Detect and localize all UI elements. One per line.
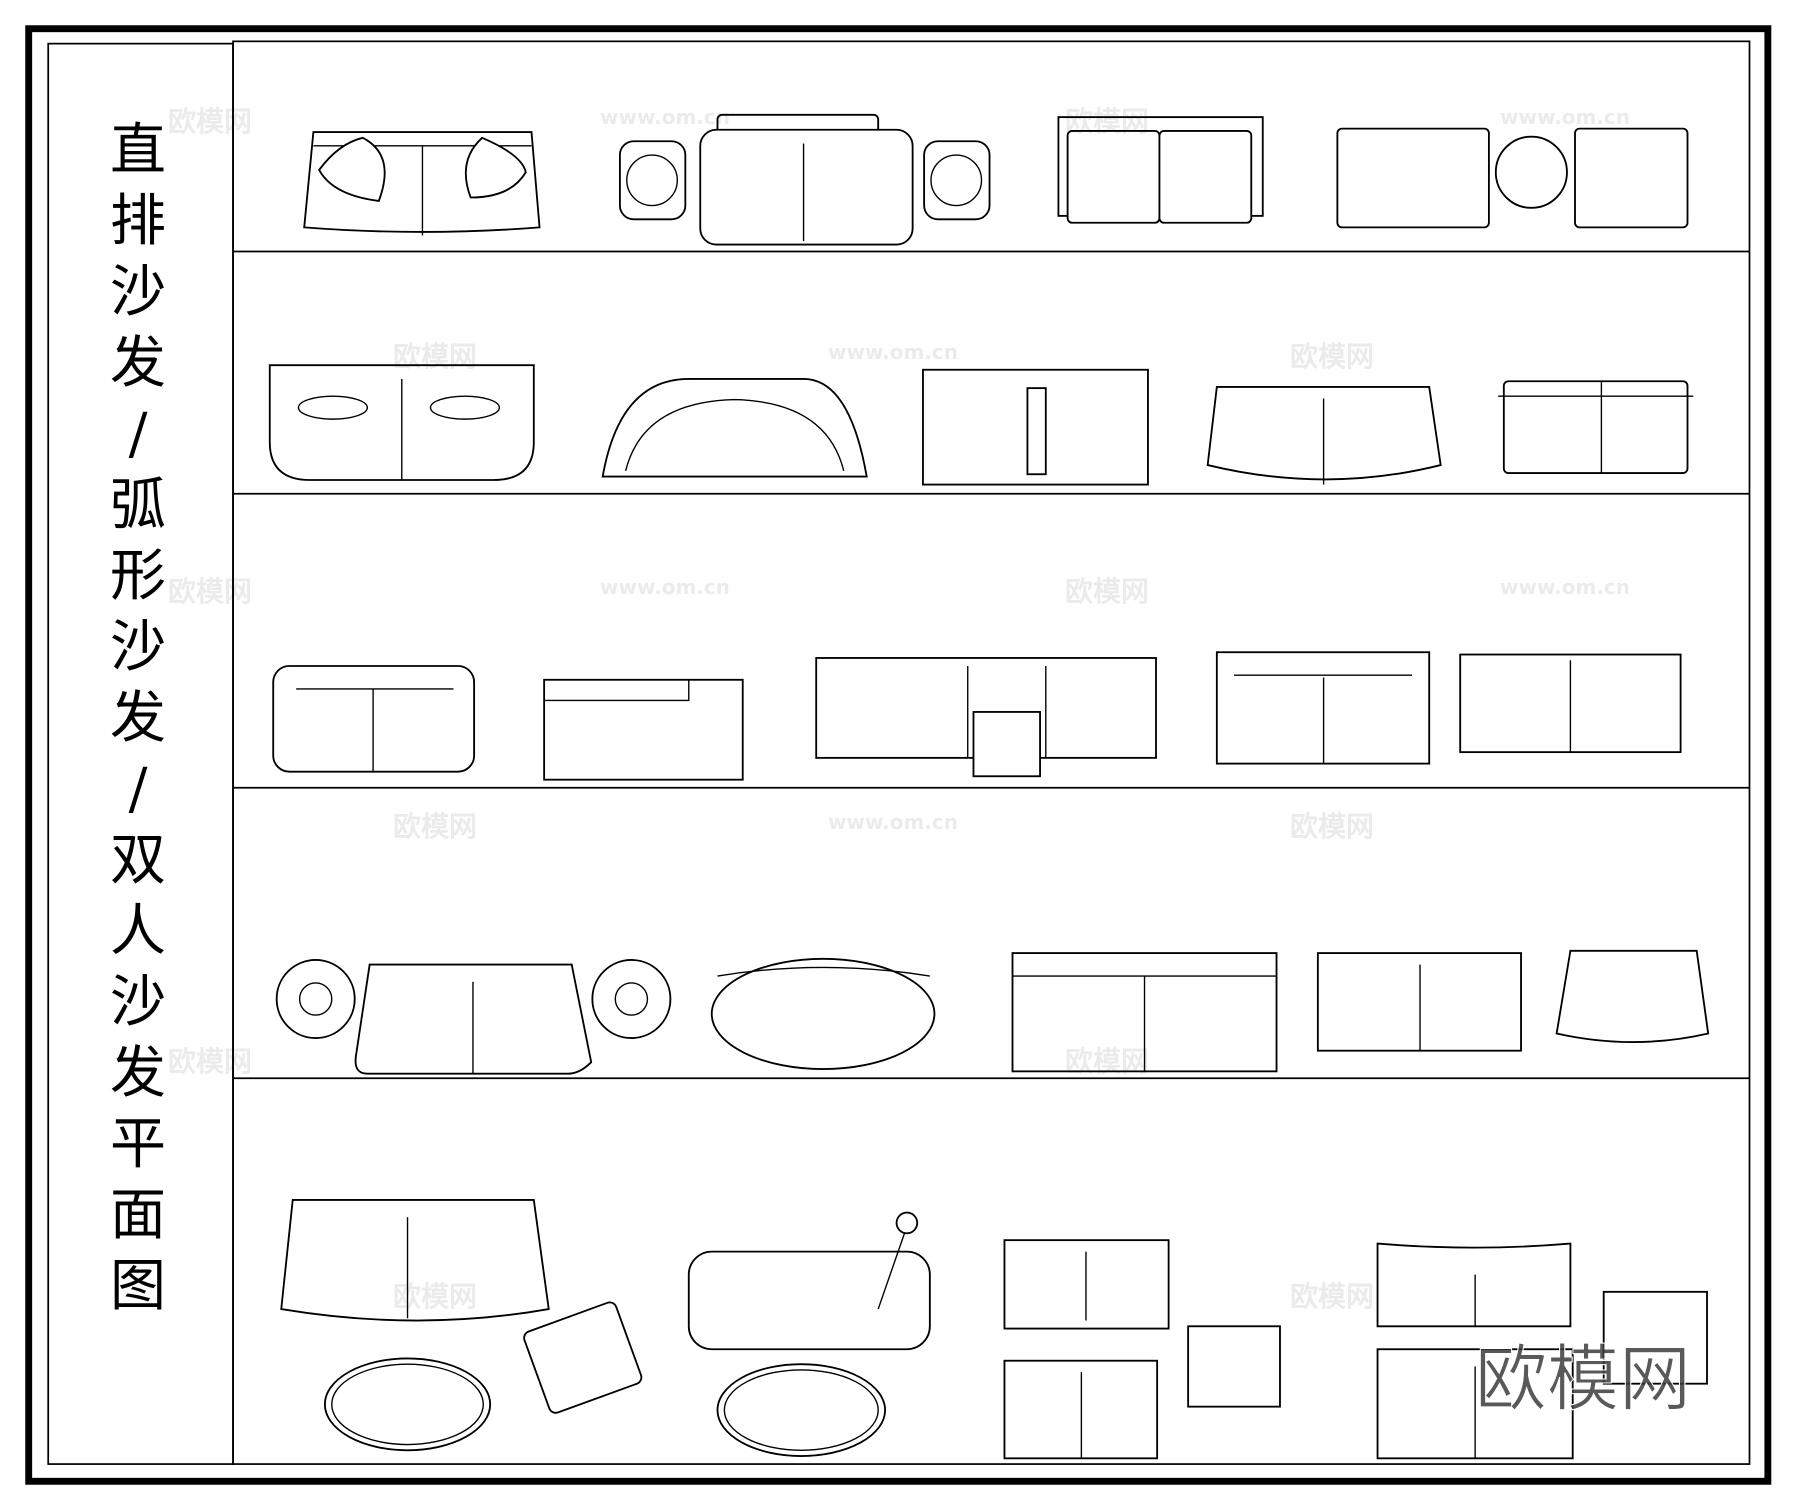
watermark-brand: 欧模网 [168,575,253,608]
sofa-row-2 [268,364,1694,486]
title-char: 面 [110,1183,166,1248]
title-char: 发 [110,1041,166,1106]
watermark-brand: 欧模网 [1065,1045,1150,1078]
title-char: 发 [110,686,166,751]
watermark-url: www.om.cn [1500,575,1631,599]
drawing-title: 直 排 沙 发 / 弧 形 沙 发 / 双 人 沙 发 平 面 图 [48,115,228,1322]
watermark-brand: 欧模网 [1290,340,1375,373]
watermark-brand: 欧模网 [1065,105,1150,138]
watermark-brand: 欧模网 [1290,810,1375,843]
sofa-row-3 [272,651,1682,781]
title-char: 双 [110,828,166,893]
title-char: 排 [110,189,166,254]
sofa-row-4 [275,949,1710,1075]
watermark-brand: 欧模网 [393,1280,478,1313]
watermark-brand: 欧模网 [393,810,478,843]
row-dividers [233,250,1750,1080]
title-char: / [128,757,148,822]
content-frame [232,40,1751,1465]
title-char: 沙 [110,260,166,325]
watermark-brand: 欧模网 [1290,1280,1375,1313]
watermark-url: www.om.cn [828,810,959,834]
title-char: 平 [110,1112,166,1177]
title-char: 沙 [110,970,166,1035]
title-char: 形 [110,544,166,609]
title-char: 人 [110,899,166,964]
watermark-brand: 欧模网 [168,105,253,138]
watermark-logo: 欧模网 [1474,1337,1692,1422]
title-char: 发 [110,331,166,396]
watermark-url: www.om.cn [600,105,731,129]
outer-border [25,25,1772,1485]
sofa-row-5 [280,1199,1708,1460]
title-char: 弧 [110,473,166,538]
watermark-brand: 欧模网 [1065,575,1150,608]
watermark-brand: 欧模网 [168,1045,253,1078]
sofa-row-1 [303,113,1689,246]
title-char: 直 [110,118,166,183]
title-char: 图 [110,1254,166,1319]
watermark-brand: 欧模网 [393,340,478,373]
watermark-url: www.om.cn [1500,105,1631,129]
watermark-url: www.om.cn [828,340,959,364]
title-char: 沙 [110,615,166,680]
title-char: / [128,402,148,467]
watermark-url: www.om.cn [600,575,731,599]
